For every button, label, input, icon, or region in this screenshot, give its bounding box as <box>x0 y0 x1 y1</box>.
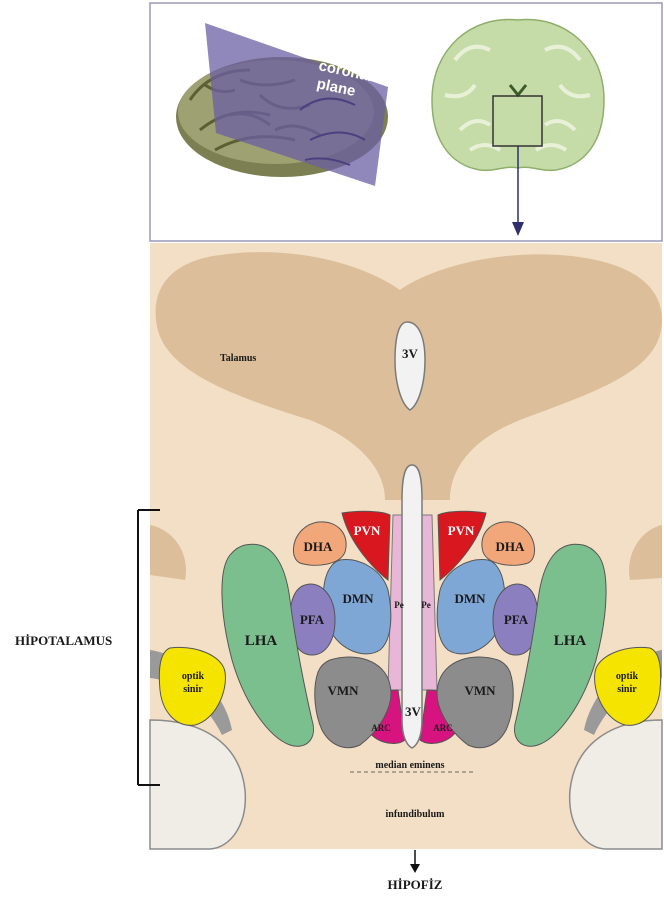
lha-left-label: LHA <box>245 633 278 649</box>
top-panel: coronal plane <box>150 3 662 241</box>
dha-right-label: DHA <box>496 539 526 554</box>
hypothalamus-section <box>150 243 662 849</box>
pe-left-label: Pe <box>394 600 404 610</box>
hypothalamus-label: HİPOTALAMUS <box>15 633 112 648</box>
optic-right-label-line1: optik <box>616 671 639 682</box>
median-eminence-label: median eminens <box>375 760 444 771</box>
dmn-right-label: DMN <box>454 591 486 606</box>
pvn-right-label: PVN <box>448 523 475 538</box>
pvn-left-label: PVN <box>354 523 381 538</box>
vmn-right-label: VMN <box>464 683 496 698</box>
optic-left-label-line1: optik <box>182 671 205 682</box>
arc-left-label: ARC <box>371 723 391 733</box>
dmn-left-label: DMN <box>342 591 374 606</box>
optic-right-label-line2: sinir <box>617 684 637 695</box>
lha-right-label: LHA <box>554 633 587 649</box>
optic-left-label-line2: sinir <box>183 684 203 695</box>
pituitary-arrow-head <box>410 864 420 873</box>
dha-left-label: DHA <box>304 539 334 554</box>
infundibulum-label: infundibulum <box>386 809 446 820</box>
pfa-right-label: PFA <box>504 612 529 627</box>
vmn-left-label: VMN <box>327 683 359 698</box>
pe-right-label: Pe <box>421 600 431 610</box>
pfa-left-label: PFA <box>300 612 325 627</box>
third-ventricle-top-label: 3V <box>402 346 419 361</box>
pituitary-label: HİPOFİZ <box>388 877 443 892</box>
thalamus-label: Talamus <box>220 353 256 364</box>
third-ventricle-bottom-label: 3V <box>405 704 422 719</box>
arc-right-label: ARC <box>433 723 453 733</box>
